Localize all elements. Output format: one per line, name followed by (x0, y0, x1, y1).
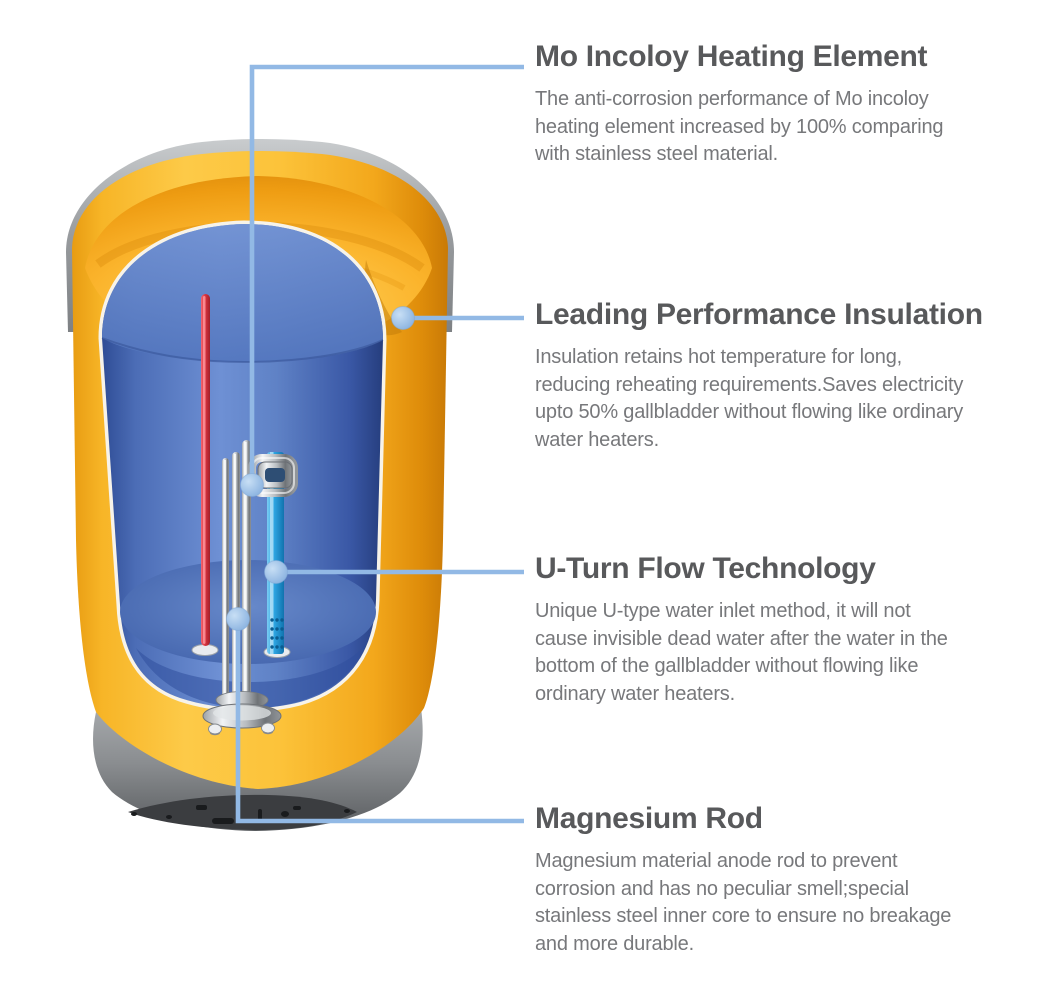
pipe-clamp-slot (265, 468, 285, 482)
feature-body-insulation: Insulation retains hot temperature for l… (535, 346, 964, 451)
red-rod-highlight (203, 296, 206, 644)
flange-bolts (208, 722, 275, 736)
tank-junction-line (101, 337, 384, 364)
feature-title-heating-element: Mo Incoloy Heating Element (535, 40, 928, 73)
callout-dot-heating-element (240, 473, 264, 497)
callout-dot-magnesium (226, 607, 250, 631)
callout-dot-insulation (391, 306, 415, 330)
feature-insulation: Leading Performance Insulation Insulatio… (535, 298, 1059, 454)
feature-title-u-turn-flow: U-Turn Flow Technology (535, 552, 876, 585)
tank-dome (102, 224, 383, 362)
feature-body-heating-element: The anti-corrosion performance of Mo inc… (535, 88, 944, 165)
callout-lines (235, 64, 524, 824)
base-ports (131, 805, 350, 824)
bottom-flange-inner (213, 705, 271, 721)
base (93, 708, 423, 831)
feature-title-insulation: Leading Performance Insulation (535, 298, 983, 331)
feature-u-turn-flow: U-Turn Flow Technology Unique U-type wat… (535, 552, 1059, 708)
callout-line-magnesium (235, 620, 524, 824)
rod-grommet (191, 644, 219, 656)
feature-body-magnesium-rod: Magnesium material anode rod to prevent … (535, 850, 952, 955)
feature-title-magnesium-rod: Magnesium Rod (535, 802, 763, 835)
tank-bowl-shadow (136, 644, 366, 709)
callout-dot-u-turn (264, 560, 288, 584)
callout-line-heating-element (249, 64, 524, 486)
pipe-perforations (270, 618, 284, 649)
feature-magnesium-rod: Magnesium Rod Magnesium material anode r… (535, 802, 1059, 958)
feature-body-u-turn-flow: Unique U-type water inlet method, it wil… (535, 600, 948, 705)
feature-heating-element: Mo Incoloy Heating Element The anti-corr… (535, 40, 1059, 169)
water-inlet-pipe (267, 452, 284, 654)
